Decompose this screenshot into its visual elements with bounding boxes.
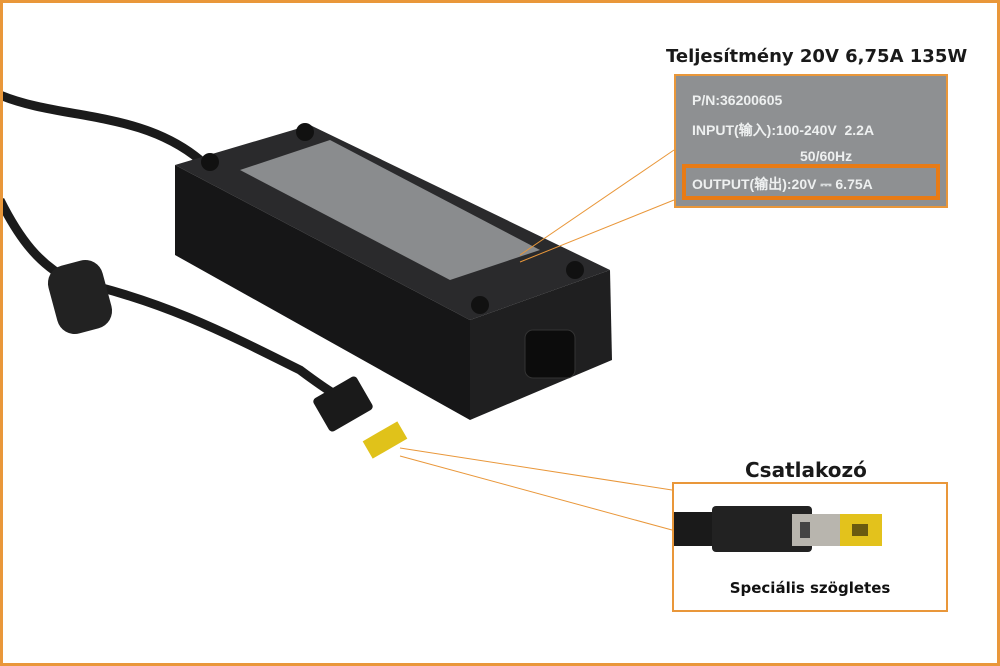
- adapter-left: [175, 165, 470, 420]
- ac-cable: [0, 90, 203, 164]
- connector-caption: Speciális szögletes: [729, 579, 891, 597]
- ac-socket: [524, 329, 576, 379]
- output-rating: OUTPUT(输出):20V ⎓ 6.75A: [692, 176, 873, 192]
- connector-callout-title: Csatlakozó: [745, 458, 867, 482]
- connector-zoom: Speciális szögletes: [672, 482, 948, 612]
- connector-photo: [674, 506, 882, 552]
- dc-plug-tip: [362, 421, 408, 459]
- ferrite-core: [47, 259, 113, 335]
- power-callout-title: Teljesítmény 20V 6,75A 135W: [666, 46, 968, 67]
- dc-plug: [313, 376, 373, 432]
- output-highlight: [682, 164, 940, 200]
- part-number: P/N:36200605: [692, 92, 783, 108]
- input-rating: INPUT(输入):100-240V 2.2A: [692, 122, 875, 138]
- adapter-label: [240, 140, 540, 280]
- dc-cable: [0, 197, 348, 405]
- input-frequency: 50/60Hz: [800, 148, 853, 164]
- rating-label-zoom: P/N:36200605 INPUT(输入):100-240V 2.2A 50/…: [674, 74, 948, 208]
